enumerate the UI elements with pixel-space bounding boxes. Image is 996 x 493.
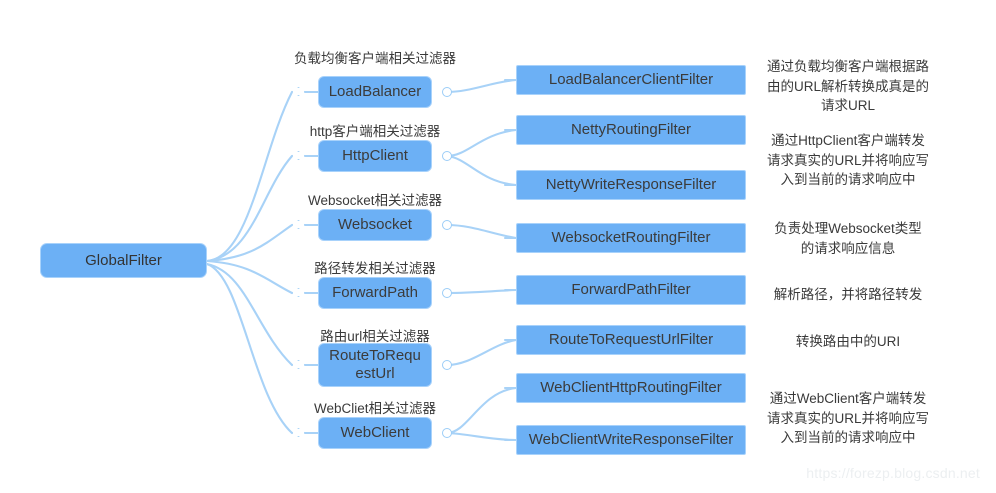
leaf-node-nettywriteresponsefilter[interactable]: NettyWriteResponseFilter [516, 170, 746, 200]
description-forwardpath: 解析路径，并将路径转发 [773, 287, 923, 302]
branch-node-forwardpath[interactable]: ForwardPath [318, 277, 432, 309]
description-loadbalancer: 通过负载均衡客户端根据路 由的URL解析转换成真是的 请求URL [766, 59, 929, 114]
branch-caption-routetorequesturl: 路由url相关过滤器 [320, 329, 430, 344]
branch-diamond-httpclient [292, 151, 305, 160]
branch-dot-routetorequesturl [442, 360, 452, 370]
branch-caption-forwardpath: 路径转发相关过滤器 [314, 261, 436, 276]
branch-caption-webclient: WebCliet相关过滤器 [313, 401, 437, 416]
branch-dot-forwardpath [442, 288, 452, 298]
leaf-node-forwardpathfilter[interactable]: ForwardPathFilter [516, 275, 746, 305]
description-httpclient: 通过HttpClient客户端转发 请求真实的URL并将响应写 入到当前的请求响… [766, 133, 929, 188]
description-routetorequesturl: 转换路由中的URI [795, 334, 901, 349]
leaf-node-webclientwriteresponsefilter[interactable]: WebClientWriteResponseFilter [516, 425, 746, 455]
branch-caption-loadbalancer: 负载均衡客户端相关过滤器 [294, 51, 456, 66]
branch-dot-loadbalancer [442, 87, 452, 97]
branch-diamond-websocket [292, 220, 305, 229]
branch-node-webclient[interactable]: WebClient [318, 417, 432, 449]
branch-node-routetorequesturl[interactable]: RouteToRequ estUrl [318, 343, 432, 387]
watermark: https://forezp.blog.csdn.net [806, 465, 980, 481]
branch-diamond-forwardpath [292, 288, 305, 297]
branch-diamond-routetorequesturl [292, 360, 305, 369]
description-webclient: 通过WebClient客户端转发 请求真实的URL并将响应写 入到当前的请求响应… [766, 391, 929, 446]
leaf-node-websocketroutingfilter[interactable]: WebsocketRoutingFilter [516, 223, 746, 253]
branch-node-httpclient[interactable]: HttpClient [318, 140, 432, 172]
branch-caption-websocket: Websocket相关过滤器 [307, 193, 443, 208]
leaf-node-routetorequesturlfilter[interactable]: RouteToRequestUrlFilter [516, 325, 746, 355]
branch-node-websocket[interactable]: Websocket [318, 209, 432, 241]
leaf-node-loadbalancerclientfilter[interactable]: LoadBalancerClientFilter [516, 65, 746, 95]
branch-dot-httpclient [442, 151, 452, 161]
leaf-node-webclienthttproutingfilter[interactable]: WebClientHttpRoutingFilter [516, 373, 746, 403]
branch-diamond-webclient [292, 428, 305, 437]
description-websocket: 负责处理Websocket类型 的请求响应信息 [774, 221, 922, 256]
branch-caption-httpclient: http客户端相关过滤器 [309, 124, 441, 139]
leaf-node-nettyroutingfilter[interactable]: NettyRoutingFilter [516, 115, 746, 145]
branch-dot-webclient [442, 428, 452, 438]
branch-node-loadbalancer[interactable]: LoadBalancer [318, 76, 432, 108]
root-node-globalfilter[interactable]: GlobalFilter [40, 243, 207, 278]
branch-dot-websocket [442, 220, 452, 230]
branch-diamond-loadbalancer [292, 87, 305, 96]
